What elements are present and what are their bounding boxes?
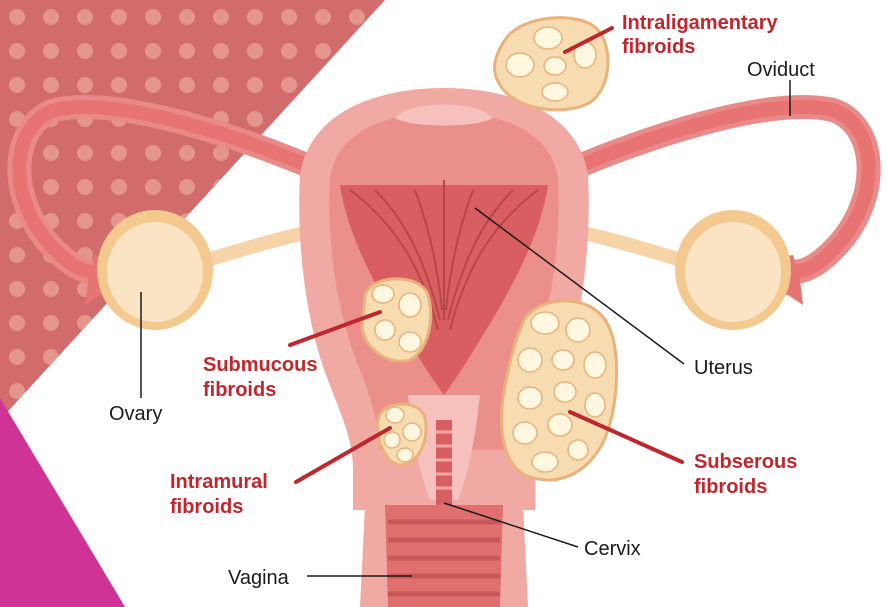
label-subserous-line1: Subserous <box>694 451 797 473</box>
label-subserous-line2: fibroids <box>694 476 767 498</box>
label-intramural-line2: fibroids <box>170 496 243 518</box>
label-vagina: Vagina <box>228 567 290 589</box>
label-intraligamentary-line2: fibroids <box>622 36 695 58</box>
ovary-right <box>675 210 791 330</box>
label-submucous-line1: Submucous <box>203 354 317 376</box>
submucous-fibroid <box>362 279 431 361</box>
intramural-fibroid <box>378 404 426 465</box>
label-oviduct: Oviduct <box>747 59 815 81</box>
intraligamentary-fibroid <box>495 18 608 110</box>
ovary-left <box>97 210 213 330</box>
label-intraligamentary-line1: Intraligamentary <box>622 12 778 34</box>
label-intramural-line1: Intramural <box>170 471 268 493</box>
vagina <box>360 505 528 607</box>
cervical-canal <box>436 420 452 505</box>
label-submucous-line2: fibroids <box>203 379 276 401</box>
label-uterus: Uterus <box>694 357 753 379</box>
label-ovary: Ovary <box>109 403 162 425</box>
magenta-corner <box>0 398 125 607</box>
label-cervix: Cervix <box>584 538 641 560</box>
